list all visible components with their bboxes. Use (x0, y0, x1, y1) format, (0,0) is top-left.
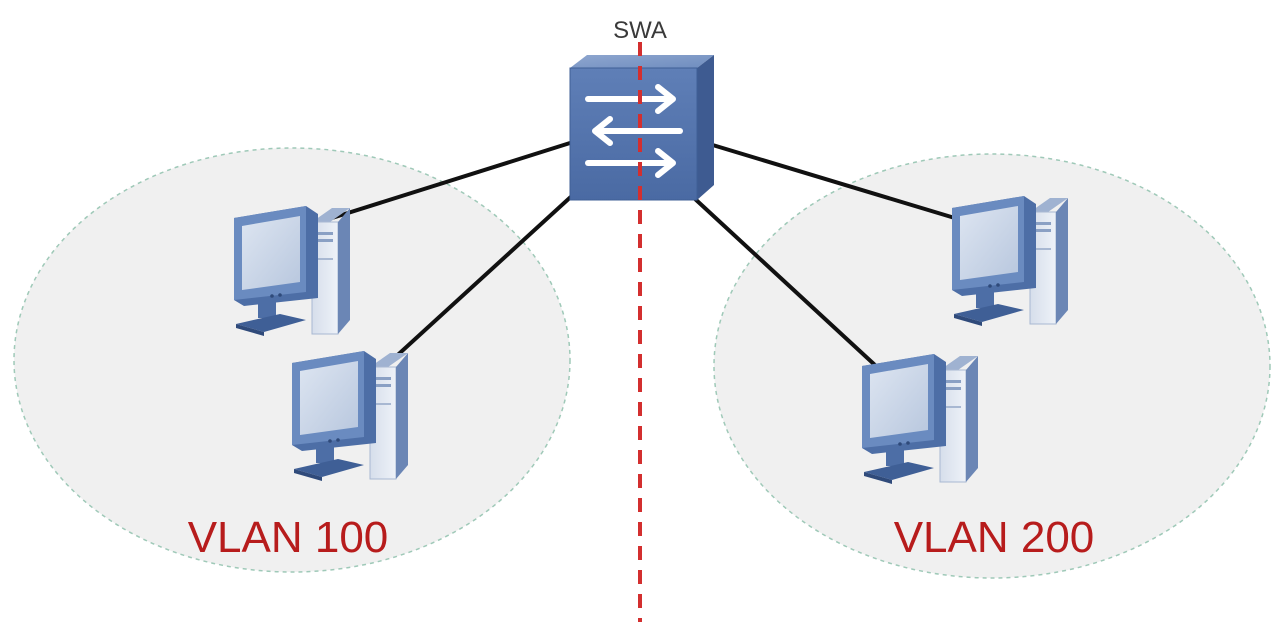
network-links (330, 141, 970, 368)
vlan-zone-200 (713, 153, 1271, 579)
link-pc-4 (692, 196, 878, 368)
network-switch-icon (569, 55, 714, 201)
link-pc-2 (388, 181, 588, 364)
switch-label: SWA (613, 17, 667, 44)
vlan-label-200: VLAN 200 (894, 513, 1095, 562)
link-pc-3 (704, 141, 970, 224)
link-pc-1 (330, 141, 572, 220)
vlan-zones (13, 147, 1271, 579)
vlan-zone-100 (13, 147, 571, 573)
vlan-label-100: VLAN 100 (188, 513, 389, 562)
